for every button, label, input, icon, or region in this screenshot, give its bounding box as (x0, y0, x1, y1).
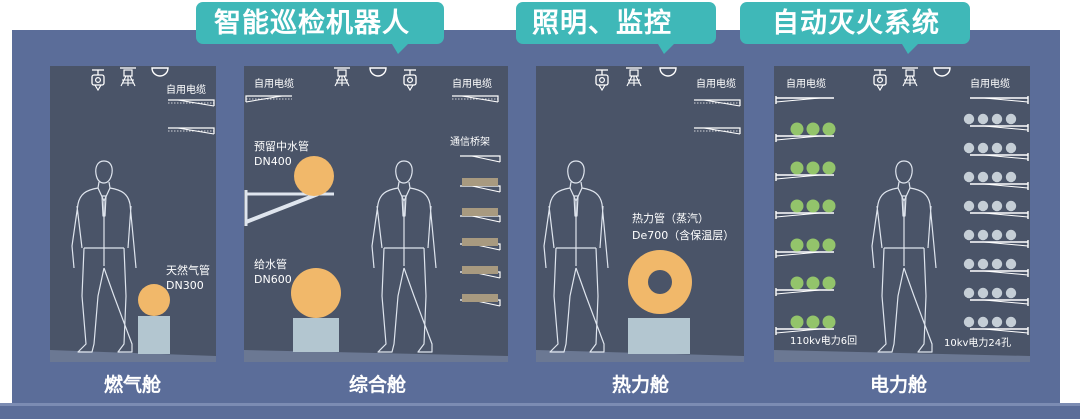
banner-lighting (516, 2, 716, 54)
heat-pipe-label-1: 热力管（蒸汽） (632, 212, 709, 225)
power-cable-left-label: 自用电缆 (786, 79, 826, 90)
heat-pipe-base (628, 318, 690, 354)
water-pipe (291, 268, 341, 318)
power-left-bottom-label: 110kv电力6回 (790, 336, 858, 347)
power-cable-right-label: 自用电缆 (970, 79, 1010, 90)
power-right-bottom-label: 10kv电力24孔 (944, 338, 1012, 349)
banner-fire-label: 自动灭火系统 (772, 8, 940, 39)
heat-room (536, 66, 744, 362)
grey-cables (963, 113, 1017, 328)
banner-inspection-label: 智能巡检机器人 (214, 8, 410, 39)
comm-tray-stack (459, 155, 501, 307)
water-pipe-base (293, 318, 339, 352)
power-room-name: 电力舱 (870, 374, 928, 396)
gas-pipe-base (138, 316, 170, 354)
gas-pipe-label-1: 天然气管 (166, 264, 210, 277)
gas-cable-label: 自用电缆 (166, 85, 206, 96)
combined-cable-left-label: 自用电缆 (254, 79, 294, 90)
gas-pipe-label-2: DN300 (166, 279, 204, 292)
gas-pipe (138, 284, 170, 316)
reserved-water-pipe (294, 156, 334, 196)
heat-room-name: 热力舱 (612, 374, 670, 396)
green-cables (790, 122, 836, 329)
banner-lighting-label: 照明、监控 (532, 8, 672, 39)
heat-cable-label: 自用电缆 (696, 79, 736, 90)
water-pipe-label-2: DN600 (254, 273, 292, 286)
power-room (774, 66, 1030, 362)
ground-base (0, 403, 1080, 419)
gas-room (50, 66, 216, 362)
reserved-pipe-label-2: DN400 (254, 155, 292, 168)
heat-pipe-label-2: De700（含保温层） (632, 229, 735, 242)
comm-tray-label: 通信桥架 (450, 137, 490, 148)
banner-inspection (196, 2, 444, 54)
banner-fire (740, 2, 970, 54)
combined-cable-right-label: 自用电缆 (452, 79, 492, 90)
gas-room-name: 燃气舱 (104, 374, 162, 396)
reserved-pipe-label-1: 预留中水管 (254, 140, 309, 153)
water-pipe-label-1: 给水管 (254, 258, 287, 271)
combined-room-name: 综合舱 (349, 374, 407, 396)
